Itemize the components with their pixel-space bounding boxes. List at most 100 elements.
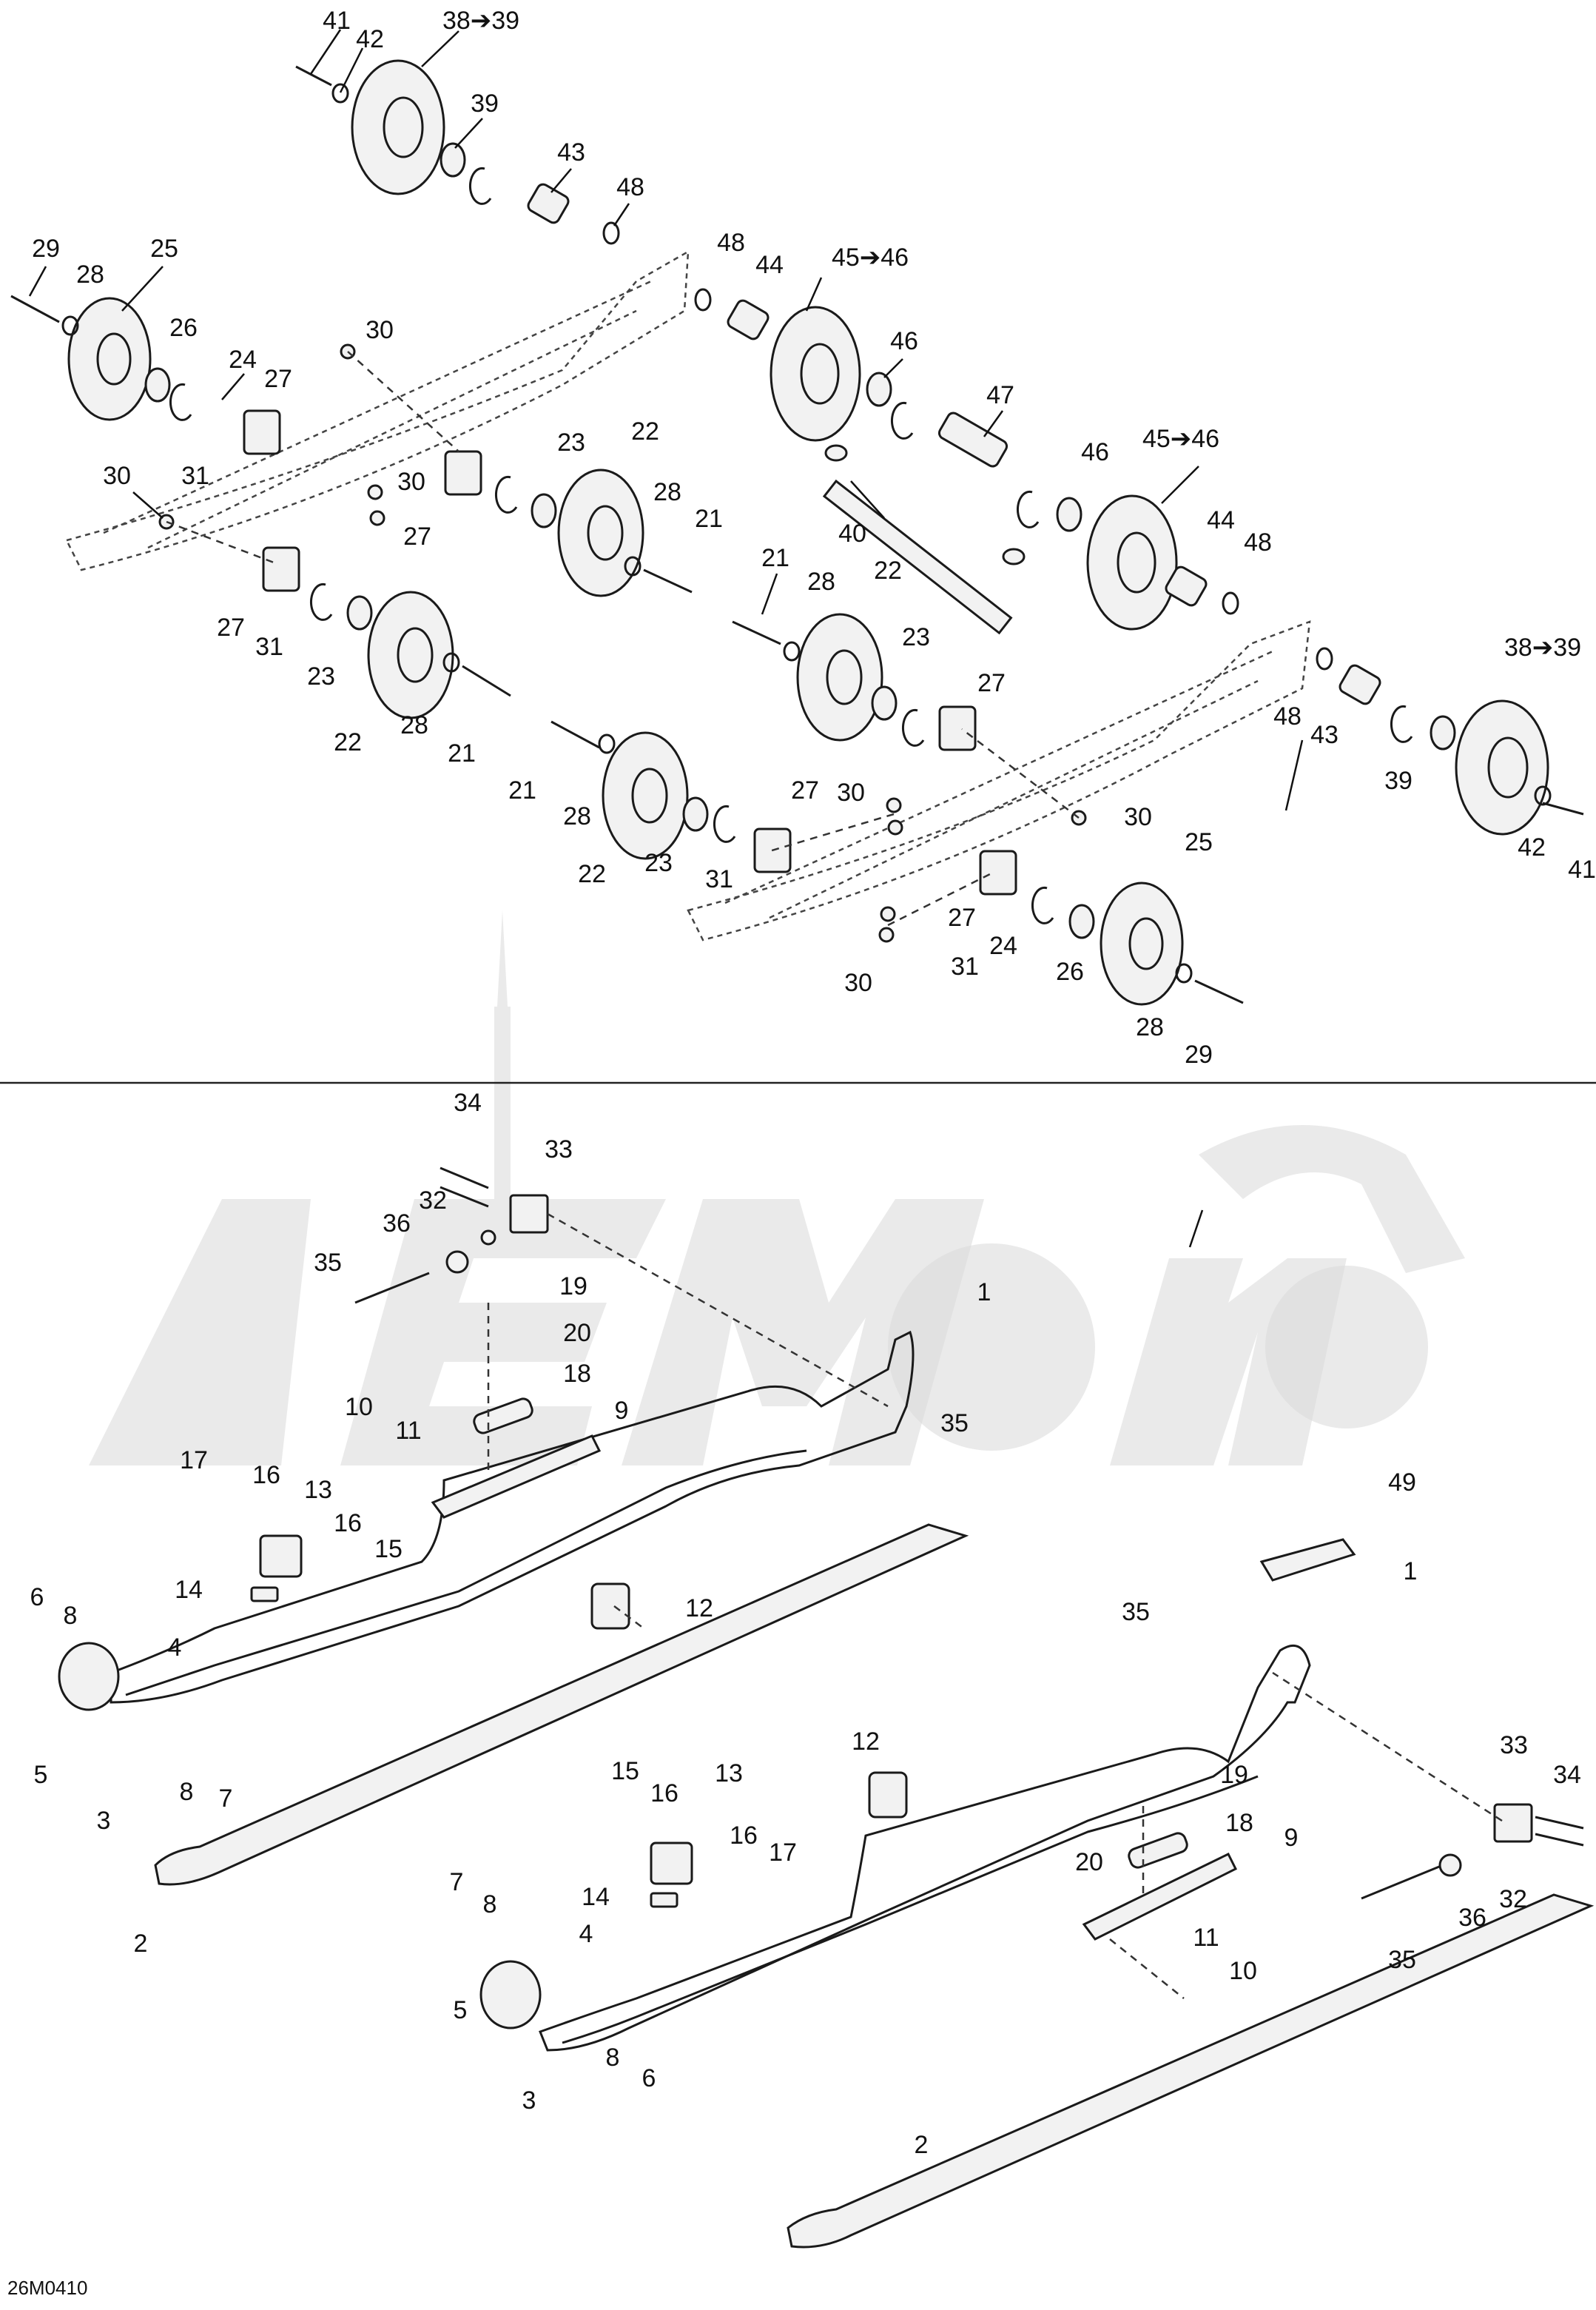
right-frame-rail: [687, 620, 1311, 941]
slide-upper: [154, 1523, 969, 1886]
wheel-22-b: [367, 591, 454, 719]
callout-4: 4: [168, 1634, 182, 1662]
callout-16: 16: [650, 1779, 679, 1807]
callout-21: 21: [761, 544, 789, 572]
callout-7: 7: [219, 1784, 233, 1813]
callout-30: 30: [844, 969, 872, 997]
bumper-5-b: [479, 1960, 542, 2029]
callout-19: 19: [1220, 1761, 1248, 1789]
callout-18: 18: [563, 1360, 591, 1388]
callout-33: 33: [1500, 1731, 1528, 1759]
bolts: [10, 65, 1584, 1004]
callout-42: 42: [356, 25, 384, 53]
callout-32: 32: [1499, 1885, 1527, 1913]
callout-18: 18: [1225, 1809, 1253, 1837]
callout-11: 11: [395, 1417, 421, 1445]
assembly-lines-top: [166, 351, 1080, 927]
callout-8: 8: [64, 1602, 78, 1630]
callout-24: 24: [229, 346, 257, 374]
callout-35: 35: [940, 1409, 969, 1437]
callout-17: 17: [769, 1839, 797, 1867]
callout-5: 5: [454, 1996, 468, 2024]
top-assembly: [10, 59, 1584, 1006]
circlips: [169, 167, 1413, 924]
callout-9: 9: [615, 1397, 629, 1425]
callout-2: 2: [915, 2131, 929, 2159]
callout-28: 28: [807, 568, 835, 596]
callout-47: 47: [986, 381, 1014, 409]
callout-30: 30: [103, 462, 131, 490]
callout-2: 2: [134, 1930, 148, 1958]
callout-28: 28: [400, 711, 428, 739]
callout-46: 46: [890, 327, 918, 355]
callout-48: 48: [717, 229, 745, 257]
wheel-45-b: [1086, 494, 1178, 631]
decal-49: [1259, 1538, 1356, 1582]
callout-38-39: 38➔39: [1504, 634, 1581, 662]
bottom-assembly: [58, 1166, 1595, 2249]
callout-4: 4: [579, 1920, 593, 1948]
callout-27: 27: [977, 669, 1006, 697]
callout-45-46: 45➔46: [1142, 425, 1219, 453]
callout-15: 15: [611, 1757, 639, 1785]
callout-23: 23: [644, 849, 673, 877]
wheel-45-a: [770, 306, 861, 442]
block-33-a: [509, 1194, 549, 1234]
callout-10: 10: [1229, 1957, 1257, 1985]
callout-49: 49: [1388, 1468, 1416, 1497]
callout-45-46: 45➔46: [832, 244, 909, 272]
callout-10: 10: [345, 1393, 373, 1421]
callout-34: 34: [1553, 1761, 1581, 1789]
callout-30: 30: [1124, 803, 1152, 831]
callout-29: 29: [32, 235, 60, 263]
callout-1: 1: [977, 1278, 991, 1306]
wheel-22-a: [557, 469, 644, 597]
callout-48: 48: [1273, 702, 1302, 731]
spacer-tubes: [527, 183, 1381, 705]
callout-23: 23: [902, 623, 930, 651]
callouts-bottom: 34 33 32 36 35 1 19 20 18 10 11 9 35 17 …: [30, 1089, 1581, 2159]
callout-8: 8: [606, 2044, 620, 2072]
callout-23: 23: [557, 429, 585, 457]
callout-41: 41: [323, 7, 351, 35]
block-33-b: [1493, 1803, 1533, 1843]
callout-26: 26: [169, 314, 198, 342]
callout-36: 36: [383, 1209, 411, 1238]
callout-20: 20: [1075, 1848, 1103, 1876]
callout-6: 6: [30, 1583, 44, 1611]
wheel-25-a: [67, 297, 152, 421]
callout-28: 28: [653, 478, 681, 506]
callout-3: 3: [522, 2086, 536, 2115]
callout-20: 20: [563, 1319, 591, 1347]
callout-46: 46: [1081, 438, 1109, 466]
callout-43: 43: [1310, 721, 1339, 749]
callout-39: 39: [1384, 767, 1413, 795]
callout-11: 11: [1193, 1924, 1219, 1952]
callout-48: 48: [616, 173, 644, 201]
callout-33: 33: [545, 1135, 573, 1164]
callout-43: 43: [557, 138, 585, 167]
callout-23: 23: [307, 662, 335, 691]
wheel-22-c: [796, 613, 883, 742]
callout-21: 21: [508, 776, 536, 805]
callout-13: 13: [715, 1759, 743, 1787]
callout-14: 14: [582, 1883, 610, 1911]
callout-27: 27: [264, 365, 292, 393]
drawing-code: 26M0410: [7, 2277, 87, 2299]
callout-21: 21: [695, 505, 723, 533]
callout-22: 22: [334, 728, 362, 756]
axle: [822, 444, 1026, 635]
slide-lower: [787, 1893, 1595, 2249]
callout-44: 44: [1207, 506, 1235, 534]
callout-28: 28: [1136, 1013, 1164, 1041]
plate-9-a: [431, 1434, 602, 1519]
callout-38-39: 38➔39: [442, 7, 519, 35]
callout-25: 25: [150, 235, 178, 263]
callout-6: 6: [642, 2064, 656, 2092]
washers: [61, 83, 1552, 984]
callout-1: 1: [1404, 1557, 1418, 1585]
callout-28: 28: [76, 261, 104, 289]
wheel-38-bottom: [1455, 699, 1549, 836]
callout-17: 17: [180, 1446, 208, 1474]
callout-16: 16: [334, 1509, 362, 1537]
